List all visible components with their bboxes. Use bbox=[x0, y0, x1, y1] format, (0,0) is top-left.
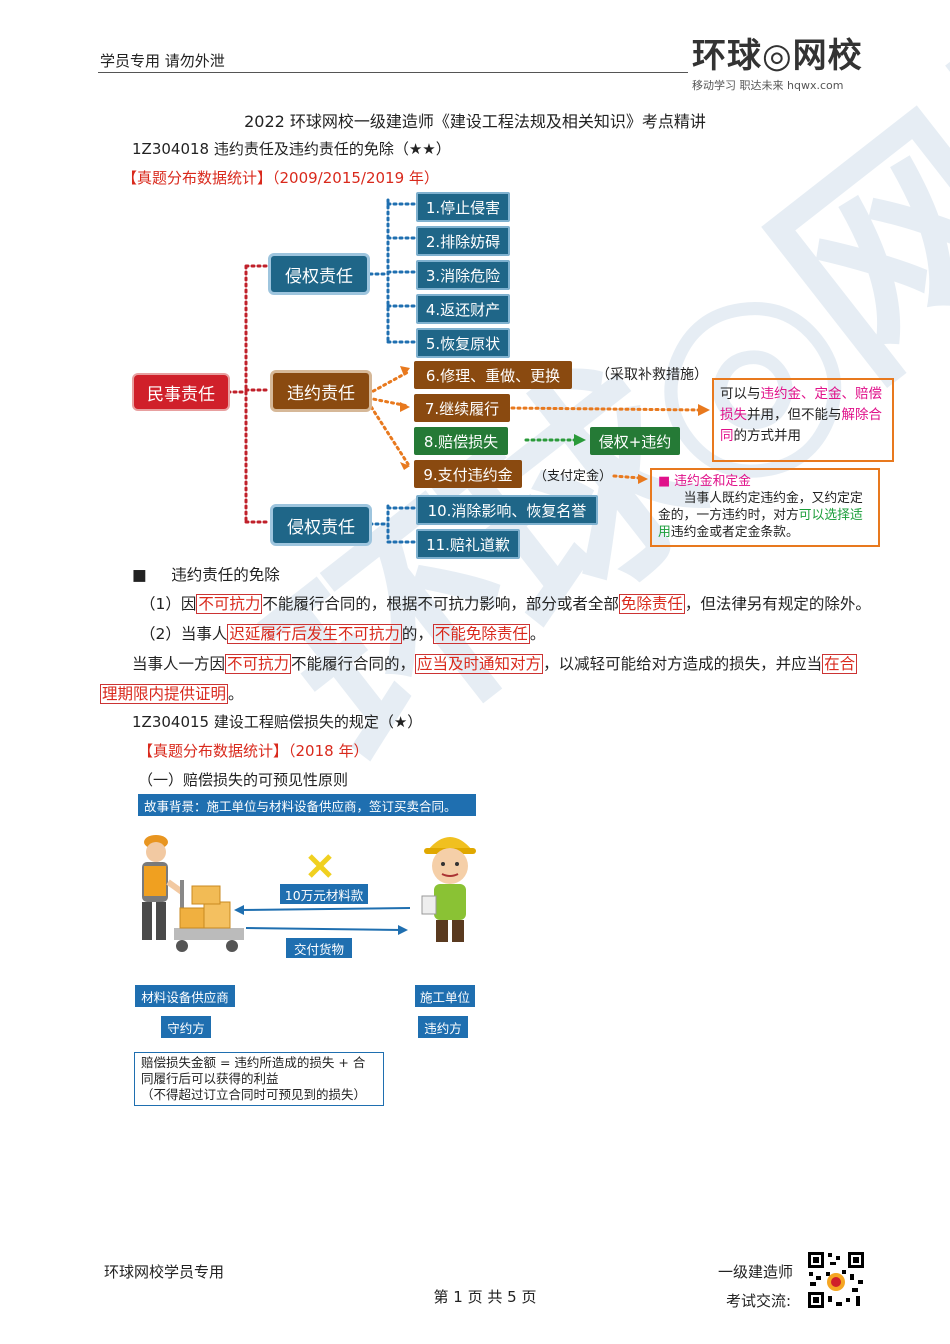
exemption-line-3: 当事人一方因不可抗力不能履行合同的，应当及时通知对方，以减轻可能给对方造成的损失… bbox=[132, 654, 858, 674]
item-9: 9.支付违约金 bbox=[414, 460, 522, 488]
note-deposit: （支付定金） bbox=[534, 469, 613, 484]
section-heading-2: 1Z304015 建设工程赔偿损失的规定（★） bbox=[132, 713, 423, 731]
qr-code-icon bbox=[806, 1250, 866, 1310]
supplier-role: 守约方 bbox=[161, 1016, 211, 1038]
delivery-label: 交付货物 bbox=[286, 938, 352, 958]
footer-left: 环球网校学员专用 bbox=[104, 1263, 225, 1281]
item-8: 8.赔偿损失 bbox=[414, 427, 508, 455]
node-tort-liability-top: 侵权责任 bbox=[268, 253, 370, 295]
item-11: 11.赔礼道歉 bbox=[416, 529, 520, 559]
header-confidential: 学员专用 请勿外泄 bbox=[100, 52, 225, 70]
note-box-continued-performance: 可以与违约金、定金、赔偿损失并用，但不能与解除合同的方式并用 bbox=[712, 378, 894, 462]
compensation-formula: 赔偿损失金额 = 违约所造成的损失 + 合同履行后可以获得的利益 （不得超过订立… bbox=[134, 1052, 384, 1106]
builder-figure bbox=[421, 837, 476, 942]
item-2: 2.排除妨碍 bbox=[416, 226, 510, 256]
note-remedy: （采取补救措施） bbox=[596, 367, 708, 383]
exemption-line-3-cont: 理期限内提供证明。 bbox=[100, 684, 244, 704]
node-civil-liability: 民事责任 bbox=[132, 373, 230, 411]
subsection-heading: （一）赔偿损失的可预见性原则 bbox=[138, 771, 349, 789]
supplier-figure bbox=[142, 835, 244, 952]
footer-exchange: 考试交流: bbox=[726, 1292, 792, 1310]
exam-stats-2: 【真题分布数据统计】（2018 年） bbox=[138, 742, 369, 760]
note-box-penalty-deposit: ■ 违约金和定金 当事人既约定违约金，又约定定金的，一方违约时，对方可以选择适用… bbox=[650, 468, 880, 547]
illustration-figures bbox=[142, 835, 476, 952]
section-heading: 1Z304018 违约责任及违约责任的免除（★★） bbox=[132, 140, 451, 158]
item-10: 10.消除影响、恢复名誉 bbox=[416, 495, 598, 525]
exemption-heading: ■ 违约责任的免除 bbox=[132, 566, 280, 584]
document-title: 2022 环球网校一级建造师《建设工程法规及相关知识》考点精讲 bbox=[244, 112, 706, 131]
payment-label: 10万元材料款 bbox=[280, 884, 368, 904]
logo-tagline: 移动学习 职达未来 hqwx.com bbox=[692, 79, 844, 92]
logo: 环球◎网校 bbox=[692, 36, 863, 76]
exemption-line-2: （2）当事人迟延履行后发生不可抗力的，不能免除责任。 bbox=[140, 624, 546, 644]
node-breach-liability: 违约责任 bbox=[270, 370, 372, 412]
exemption-line-1: （1）因不可抗力不能履行合同的，根据不可抗力影响，部分或者全部免除责任，但法律另… bbox=[140, 594, 871, 614]
page-number: 第 1 页 共 5 页 bbox=[433, 1288, 537, 1306]
supplier-label: 材料设备供应商 bbox=[135, 985, 235, 1007]
item-4: 4.返还财产 bbox=[416, 294, 510, 324]
footer-exam-name: 一级建造师 bbox=[718, 1263, 794, 1281]
item-5: 5.恢复原状 bbox=[416, 328, 510, 358]
item-7: 7.继续履行 bbox=[414, 394, 510, 422]
item-3: 3.消除危险 bbox=[416, 260, 510, 290]
exam-stats: 【真题分布数据统计】（2009/2015/2019 年） bbox=[122, 169, 439, 187]
story-background-label: 故事背景：施工单位与材料设备供应商，签订买卖合同。 bbox=[138, 794, 476, 816]
header-rule bbox=[98, 72, 688, 73]
node-tort-liability-bottom: 侵权责任 bbox=[270, 504, 372, 546]
item-1: 1.停止侵害 bbox=[416, 192, 510, 222]
item-6: 6.修理、重做、更换 bbox=[414, 361, 572, 389]
combined-liability: 侵权+违约 bbox=[590, 427, 680, 455]
builder-label: 施工单位 bbox=[415, 985, 475, 1007]
builder-role: 违约方 bbox=[418, 1016, 468, 1038]
